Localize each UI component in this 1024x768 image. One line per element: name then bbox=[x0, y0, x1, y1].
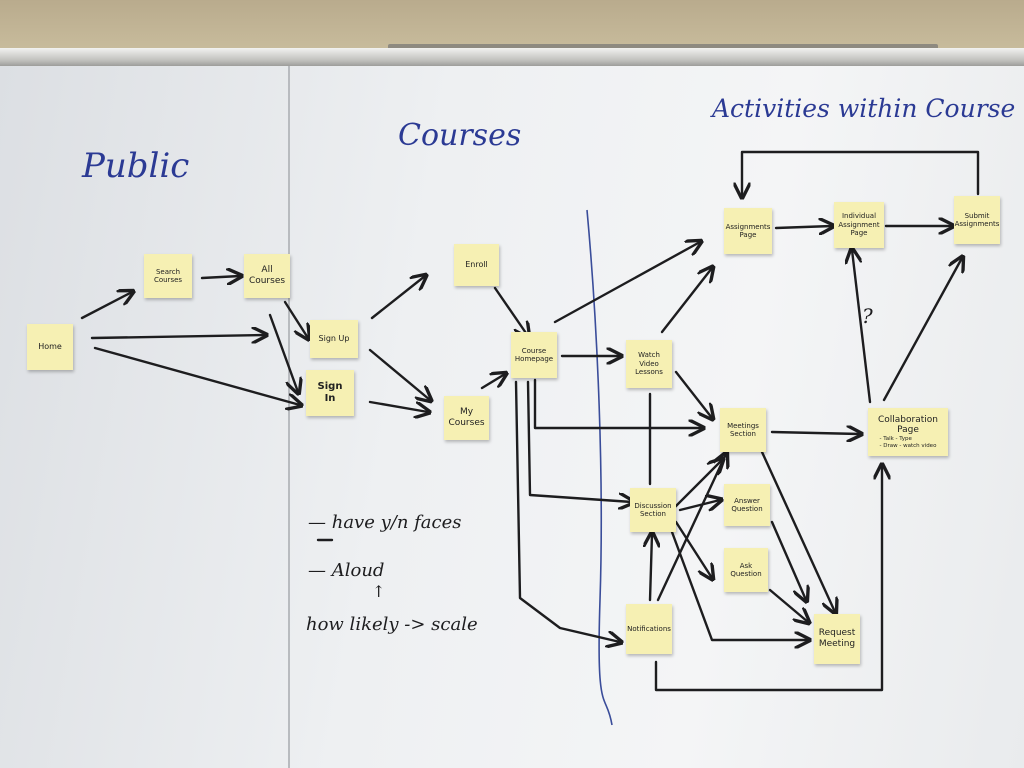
arrow-meetings-collab bbox=[770, 432, 860, 434]
note-answer-question-label: Answer Question bbox=[731, 496, 763, 513]
note-assignments-page-label: Assignments Page bbox=[725, 222, 771, 239]
section-divider bbox=[586, 209, 613, 726]
note-ask-question[interactable]: Ask Question bbox=[724, 548, 768, 592]
arrow-signup-enroll bbox=[370, 276, 425, 320]
note-watch-video-lessons[interactable]: Watch Video Lessons bbox=[626, 340, 672, 388]
note-collaboration-page[interactable]: Collaboration Page - Talk - Type - Draw … bbox=[868, 408, 948, 456]
note-discussion-section-label: Discussion Section bbox=[634, 501, 672, 518]
note-home-label: Home bbox=[38, 342, 62, 352]
arrow-assignments-individual bbox=[774, 226, 832, 228]
arrow-notifications-collab bbox=[654, 466, 882, 692]
arrow-collab-submit bbox=[882, 258, 962, 402]
arrow-submit-assignments-loop bbox=[742, 150, 980, 196]
note-search-courses[interactable]: Search Courses bbox=[144, 254, 192, 298]
arrow-ask-request bbox=[768, 588, 808, 622]
handwritten-note-scale: how likely -> scale bbox=[306, 614, 478, 635]
arrow-discussion-ask bbox=[674, 520, 712, 578]
note-watch-video-lessons-label: Watch Video Lessons bbox=[635, 351, 663, 377]
arrow-collab-individual bbox=[852, 250, 872, 404]
arrow-watch-assignments bbox=[660, 268, 712, 334]
arrow-home-search bbox=[80, 292, 132, 320]
arrow-homepage-notifications bbox=[514, 380, 620, 642]
note-ask-question-label: Ask Question bbox=[730, 561, 762, 578]
note-meetings-section-label: Meetings Section bbox=[727, 421, 759, 438]
note-notifications-label: Notifications bbox=[627, 624, 671, 633]
note-course-homepage-label: Course Homepage bbox=[514, 346, 554, 363]
arrow-search-allcourses bbox=[200, 276, 240, 278]
note-submit-assignments[interactable]: Submit Assignments bbox=[954, 196, 1000, 244]
whiteboard-frame bbox=[0, 48, 1024, 66]
note-enroll-label: Enroll bbox=[465, 260, 488, 270]
note-all-courses[interactable]: All Courses bbox=[244, 254, 290, 298]
note-individual-assignment-page[interactable]: Individual Assignment Page bbox=[834, 202, 884, 248]
arrow-allcourses-signup bbox=[283, 300, 308, 338]
arrow-signup-mycourses bbox=[368, 348, 430, 400]
note-search-courses-label: Search Courses bbox=[153, 267, 183, 284]
note-all-courses-label: All Courses bbox=[248, 265, 286, 286]
note-assignments-page[interactable]: Assignments Page bbox=[724, 208, 772, 254]
note-request-meeting[interactable]: Request Meeting bbox=[814, 614, 860, 664]
arrow-answer-request bbox=[770, 520, 806, 600]
note-course-homepage[interactable]: Course Homepage bbox=[511, 332, 557, 378]
note-home[interactable]: Home bbox=[27, 324, 73, 370]
marker-tray bbox=[388, 44, 938, 50]
arrow-homepage-discussion bbox=[526, 380, 632, 502]
heading-public: Public bbox=[82, 146, 190, 186]
arrow-homepage-assignments bbox=[553, 242, 700, 324]
note-notifications[interactable]: Notifications bbox=[626, 604, 672, 654]
handwritten-note-faces: — have y/n faces bbox=[308, 512, 462, 533]
note-collaboration-page-label: Collaboration Page bbox=[878, 414, 938, 436]
heading-courses: Courses bbox=[398, 118, 522, 153]
note-individual-assignment-page-label: Individual Assignment Page bbox=[838, 212, 880, 238]
note-sign-up[interactable]: Sign Up bbox=[310, 320, 358, 358]
note-discussion-section[interactable]: Discussion Section bbox=[630, 488, 676, 532]
arrow-meetings-request bbox=[760, 450, 835, 612]
note-my-courses[interactable]: My Courses bbox=[444, 396, 489, 440]
note-collaboration-features: - Talk - Type - Draw - watch video bbox=[879, 436, 937, 449]
note-sign-in-label: Sign In bbox=[317, 381, 343, 404]
arrow-enroll-homepage bbox=[493, 286, 528, 336]
arrow-discussion-answer bbox=[678, 500, 720, 510]
arrow-home-signin bbox=[93, 346, 300, 405]
arrow-allcourses-signin bbox=[268, 313, 298, 392]
board-seam bbox=[288, 66, 290, 768]
arrow-notifications-discussion bbox=[650, 534, 652, 602]
note-meetings-section[interactable]: Meetings Section bbox=[720, 408, 766, 452]
handwritten-note-aloud: — Aloud bbox=[308, 560, 385, 581]
note-my-courses-label: My Courses bbox=[448, 407, 485, 428]
note-submit-assignments-label: Submit Assignments bbox=[954, 211, 1000, 228]
arrow-homepage-meetings bbox=[533, 378, 702, 428]
heading-activities: Activities within Course bbox=[712, 94, 1016, 123]
handwritten-up-arrow: ↑ bbox=[372, 582, 386, 601]
arrow-signin-mycourses bbox=[368, 400, 428, 412]
question-mark: ? bbox=[862, 304, 873, 328]
note-sign-in[interactable]: Sign In bbox=[306, 370, 354, 416]
arrow-home-signup bbox=[90, 335, 265, 338]
arrow-watch-meetings bbox=[674, 370, 712, 418]
arrow-notifications-meetings bbox=[656, 454, 726, 602]
note-answer-question[interactable]: Answer Question bbox=[724, 484, 770, 526]
arrow-mycourses-homepage bbox=[480, 374, 505, 390]
note-request-meeting-label: Request Meeting bbox=[818, 628, 856, 649]
note-sign-up-label: Sign Up bbox=[318, 334, 350, 344]
arrow-discussion-request bbox=[670, 530, 808, 640]
note-enroll[interactable]: Enroll bbox=[454, 244, 499, 286]
